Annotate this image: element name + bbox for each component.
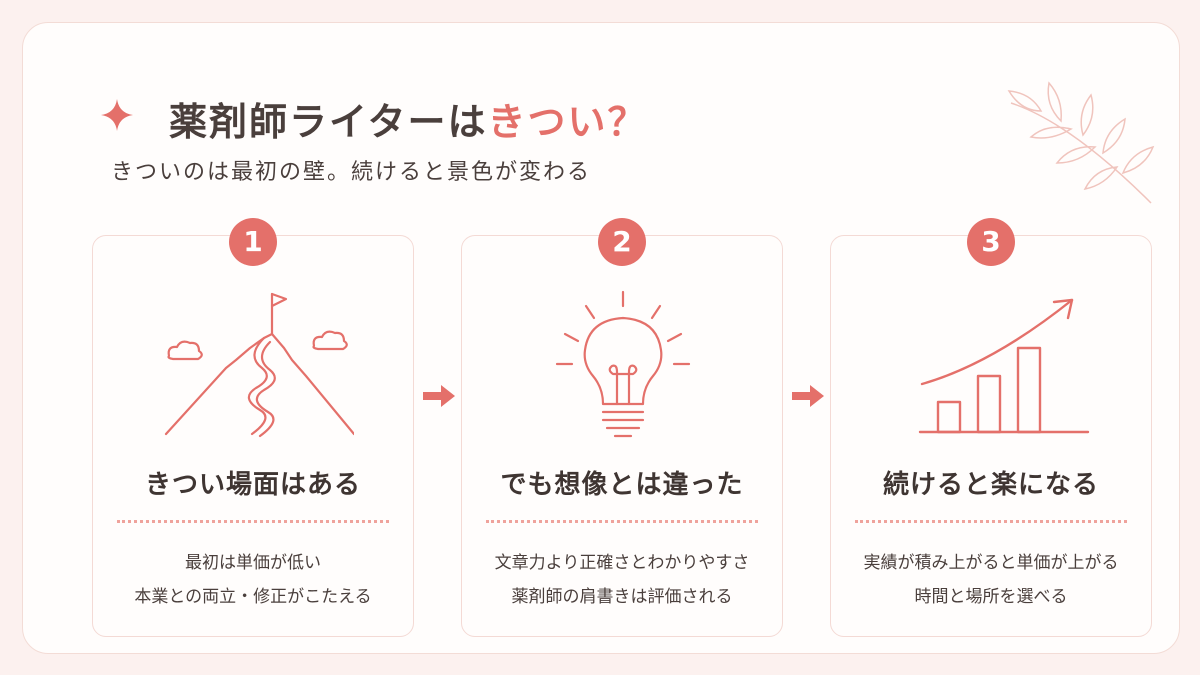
step-title: 続けると楽になる [882,470,1099,500]
sparkle-icon [101,99,133,131]
page-subtitle: きついのは最初の壁。続けると景色が変わる [111,160,592,185]
mountain-flag-icon [164,292,354,438]
step-desc-line-1: 最初は単価が低い [185,553,321,573]
step-title: でも想像とは違った [500,470,744,500]
step-card-2: 2 でも想像とは違った 文章力より正確さとわかりやすさ 薬剤師の肩書きは評価され… [461,218,783,637]
leaf-branch-icon [1007,81,1155,204]
step-desc-line-1: 文章力より正確さとわかりやすさ [494,553,750,573]
step-desc-line-2: 時間と場所を選べる [914,587,1068,607]
slide-canvas: 薬剤師ライターはきつい？ きついのは最初の壁。続けると景色が変わる 1 きつい場… [22,22,1180,654]
step-desc-line-2: 本業との両立・修正がこたえる [134,587,372,607]
step-desc-line-2: 薬剤師の肩書きは評価される [511,587,733,607]
page-title: 薬剤師ライターはきつい？ [169,91,648,146]
step-card-1: 1 きつい場面はある 最初は単価が低い 本業との両立・修正がこたえる [92,218,414,637]
step-card-3: 3 続けると楽になる 実績が積み上がると単価が上がる 時間と場所を選べる [830,218,1152,637]
dotted-divider [117,520,389,523]
title-main: 薬剤師ライターは [169,100,488,144]
growth-chart-icon [918,298,1090,434]
dotted-divider [486,520,758,523]
step-desc-line-1: 実績が積み上がると単価が上がる [863,553,1119,573]
step-number-badge: 2 [598,218,646,266]
dotted-divider [855,520,1127,523]
title-accent: きつい？ [487,100,648,144]
step-number-badge: 1 [229,218,277,266]
step-number-badge: 3 [967,218,1015,266]
lightbulb-icon [555,290,691,438]
step-title: きつい場面はある [144,470,361,500]
arrow-right-icon [423,385,455,407]
arrow-right-icon [792,385,824,407]
